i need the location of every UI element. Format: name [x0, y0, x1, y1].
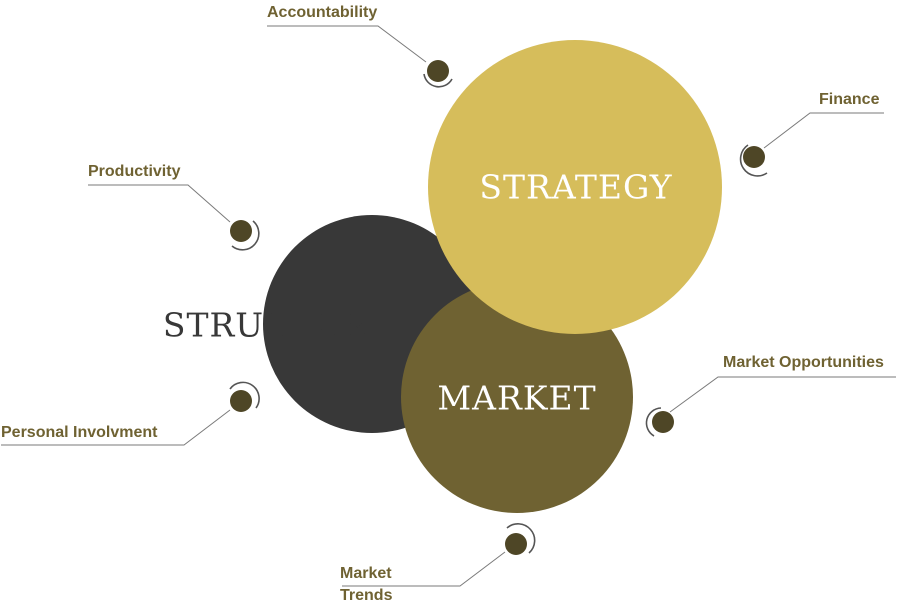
productivity-dot-ring: [231, 220, 260, 251]
callout-accountability: Accountability: [267, 4, 453, 88]
market-trends-label-line1: Market: [340, 565, 392, 582]
accountability-dot-icon: [427, 60, 449, 82]
personal-involvment-label: Personal Involvment: [1, 424, 158, 441]
finance-label: Finance: [819, 91, 880, 108]
finance-dot-ring: [739, 144, 768, 177]
productivity-label: Productivity: [88, 163, 181, 180]
structure-label: STRUCTURE: [163, 306, 393, 345]
callout-market-trends: Market Trends: [340, 523, 536, 604]
market-opportunities-dot-ring: [645, 407, 662, 437]
strategy-circle: [428, 40, 722, 334]
personal-involvment-leader-line: [1, 409, 231, 446]
accountability-leader-line: [267, 25, 427, 63]
personal-involvment-dot-ring: [229, 381, 260, 409]
callout-personal-involvment: Personal Involvment: [1, 381, 260, 446]
market-trends-dot-icon: [505, 533, 527, 555]
accountability-dot-ring: [423, 73, 453, 88]
market-trends-label-line2: Trends: [340, 587, 393, 604]
productivity-dot-icon: [230, 220, 252, 242]
callout-productivity: Productivity: [88, 163, 260, 251]
accountability-label: Accountability: [267, 4, 377, 21]
market-opportunities-label: Market Opportunities: [723, 354, 884, 371]
personal-involvment-dot-icon: [230, 390, 252, 412]
market-trends-dot-ring: [506, 523, 536, 554]
finance-dot-icon: [743, 146, 765, 168]
productivity-leader-line: [88, 184, 231, 223]
market-opportunities-leader-line: [669, 376, 896, 413]
market-trends-label: Market Trends: [340, 565, 396, 604]
market-opportunities-dot-icon: [652, 411, 674, 433]
callout-finance: Finance: [739, 91, 884, 177]
market-label: MARKET: [437, 379, 596, 418]
finance-leader-line: [763, 112, 884, 149]
market-trends-leader-line: [342, 551, 506, 587]
market-circle: [401, 281, 633, 513]
strategy-label: STRATEGY: [479, 168, 672, 207]
callout-market-opportunities: Market Opportunities: [645, 354, 896, 437]
